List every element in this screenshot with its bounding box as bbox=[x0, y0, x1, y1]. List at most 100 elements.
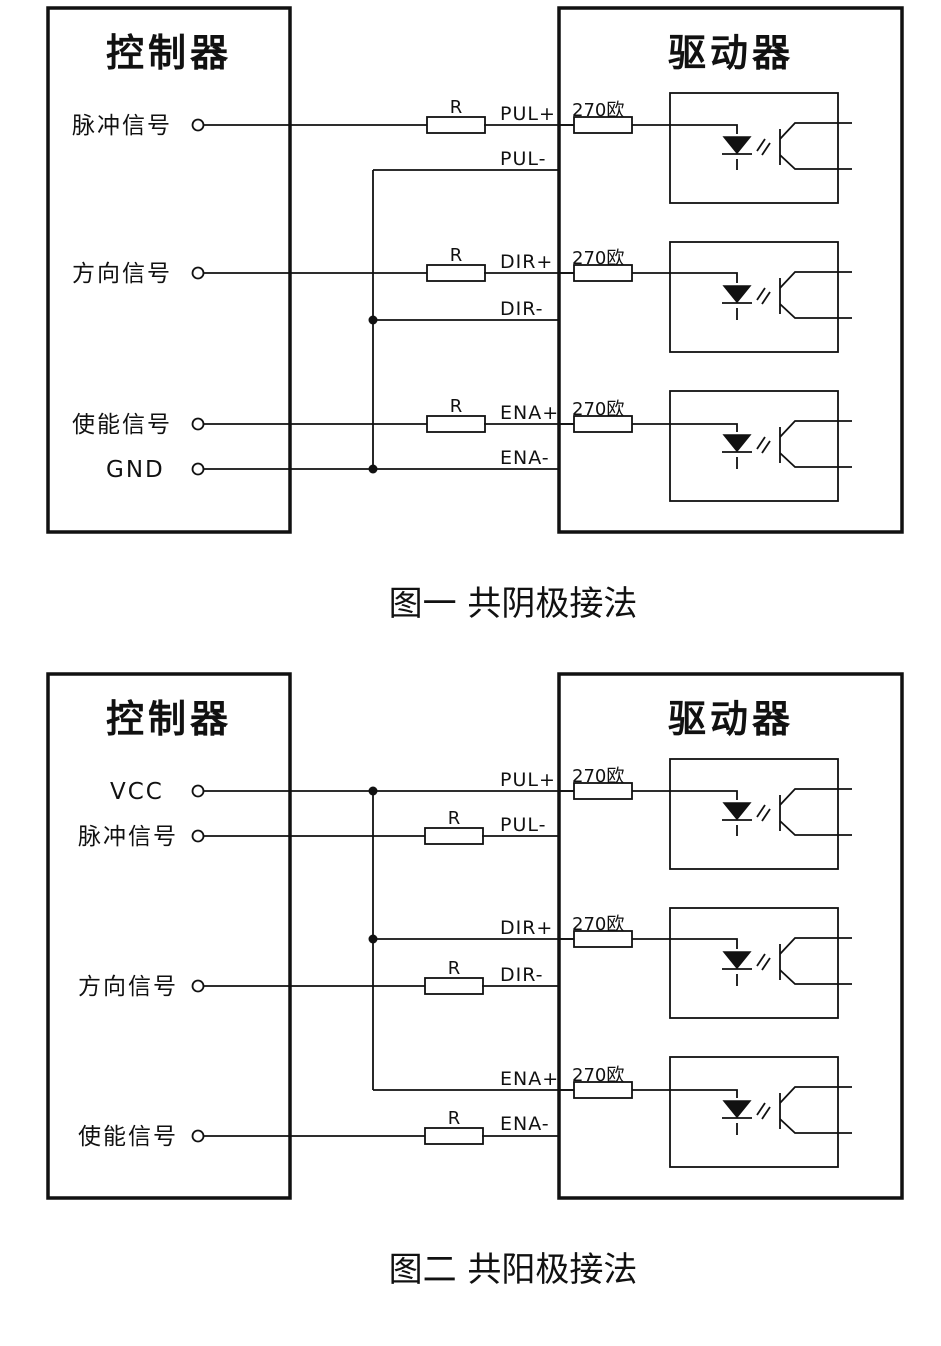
fig2-caption: 图二 共阳极接法 bbox=[389, 1250, 638, 1290]
fig2-series-resistor-label-0: R bbox=[448, 808, 461, 829]
fig1-caption: 图一 共阴极接法 bbox=[389, 584, 638, 624]
light-arrow-icon-b-fig2-0 bbox=[761, 808, 771, 822]
fig1-series-resistor-1 bbox=[426, 264, 486, 282]
optocoupler-box-fig2-0 bbox=[669, 758, 839, 870]
light-arrow-icon-a-fig1-0 bbox=[756, 138, 766, 152]
optocoupler-box-fig2-1 bbox=[669, 907, 839, 1019]
fig1-junction-0 bbox=[368, 315, 378, 325]
fig1-signal-label-1: 方向信号 bbox=[72, 261, 172, 287]
fig2-signal-label-2: 方向信号 bbox=[78, 974, 178, 1000]
fig2-junction-0 bbox=[368, 786, 378, 796]
led-diode-icon-fig2-0 bbox=[722, 802, 752, 821]
light-arrow-icon-b-fig1-1 bbox=[761, 291, 771, 305]
led-diode-icon-fig1-2 bbox=[722, 434, 752, 453]
light-arrow-icon-a-fig1-2 bbox=[756, 436, 766, 450]
phototransistor-collector-fig2-2 bbox=[779, 1086, 852, 1104]
fig2-signal-label-1: 脉冲信号 bbox=[78, 824, 178, 850]
light-arrow-icon-b-fig2-2 bbox=[761, 1106, 771, 1120]
fig2-driver-title: 驱动器 bbox=[668, 697, 794, 741]
fig2-driver-resistor-label-2: 270欧 bbox=[572, 1065, 624, 1086]
light-arrow-icon-b-fig2-1 bbox=[761, 957, 771, 971]
phototransistor-collector-fig1-0 bbox=[779, 122, 852, 140]
fig1-controller-title: 控制器 bbox=[106, 31, 232, 75]
led-diode-icon-fig1-0 bbox=[722, 136, 752, 155]
fig1-driver-resistor-label-0: 270欧 bbox=[572, 100, 624, 121]
phototransistor-emitter-fig2-1 bbox=[779, 969, 852, 985]
fig1-terminal-1 bbox=[191, 266, 205, 280]
fig2-driver-box bbox=[557, 672, 904, 1200]
fig2-terminal-3 bbox=[191, 1129, 205, 1143]
fig2-terminal-2 bbox=[191, 979, 205, 993]
fig1-pin-label-plus-2: ENA+ bbox=[500, 402, 559, 424]
fig1-series-resistor-2 bbox=[426, 415, 486, 433]
phototransistor-collector-fig1-2 bbox=[779, 420, 852, 438]
led-diode-icon-fig2-1 bbox=[722, 951, 752, 970]
light-arrow-icon-b-fig1-2 bbox=[761, 440, 771, 454]
fig2-series-resistor-0 bbox=[424, 827, 484, 845]
fig2-pin-label-minus-0: PUL- bbox=[500, 814, 546, 836]
phototransistor-collector-fig2-1 bbox=[779, 937, 852, 955]
opto-anode-lead-fig1-1 bbox=[632, 272, 738, 283]
fig1-signal-label-2: 使能信号 bbox=[72, 412, 172, 438]
optocoupler-box-fig1-2 bbox=[669, 390, 839, 502]
fig2-series-resistor-label-2: R bbox=[448, 1108, 461, 1129]
optocoupler-box-fig1-1 bbox=[669, 241, 839, 353]
led-diode-icon-fig1-1 bbox=[722, 285, 752, 304]
fig1-series-resistor-label-0: R bbox=[450, 97, 463, 118]
light-arrow-icon-a-fig1-1 bbox=[756, 287, 766, 301]
fig1-pin-label-minus-2: ENA- bbox=[500, 447, 550, 469]
fig1-series-resistor-label-1: R bbox=[450, 245, 463, 266]
fig1-driver-box bbox=[557, 6, 904, 534]
fig1-controller-box bbox=[46, 6, 292, 534]
fig2-driver-resistor-label-0: 270欧 bbox=[572, 766, 624, 787]
phototransistor-emitter-fig1-0 bbox=[779, 154, 852, 170]
light-arrow-icon-a-fig2-2 bbox=[756, 1102, 766, 1116]
phototransistor-emitter-fig2-0 bbox=[779, 820, 852, 836]
fig2-pin-label-plus-0: PUL+ bbox=[500, 769, 556, 791]
fig1-terminal-2 bbox=[191, 417, 205, 431]
fig2-pin-label-minus-1: DIR- bbox=[500, 964, 544, 986]
fig1-pin-label-plus-1: DIR+ bbox=[500, 251, 553, 273]
fig2-pin-label-plus-1: DIR+ bbox=[500, 917, 553, 939]
optocoupler-box-fig1-0 bbox=[669, 92, 839, 204]
fig1-signal-label-0: 脉冲信号 bbox=[72, 113, 172, 139]
fig1-driver-resistor-label-2: 270欧 bbox=[572, 399, 624, 420]
fig1-series-resistor-label-2: R bbox=[450, 396, 463, 417]
fig1-pin-label-minus-1: DIR- bbox=[500, 298, 544, 320]
fig1-junction-1 bbox=[368, 464, 378, 474]
fig2-controller-box bbox=[46, 672, 292, 1200]
fig1-pin-label-minus-0: PUL- bbox=[500, 148, 546, 170]
fig1-series-resistor-0 bbox=[426, 116, 486, 134]
opto-anode-lead-fig1-2 bbox=[632, 423, 738, 432]
fig1-driver-resistor-label-1: 270欧 bbox=[572, 248, 624, 269]
fig1-driver-title: 驱动器 bbox=[668, 31, 794, 75]
optocoupler-box-fig2-2 bbox=[669, 1056, 839, 1168]
fig2-terminal-1 bbox=[191, 829, 205, 843]
light-arrow-icon-a-fig2-1 bbox=[756, 953, 766, 967]
phototransistor-collector-fig1-1 bbox=[779, 271, 852, 289]
fig2-pin-label-plus-2: ENA+ bbox=[500, 1068, 559, 1090]
fig1-signal-label-3: GND bbox=[106, 457, 165, 483]
fig2-driver-resistor-label-1: 270欧 bbox=[572, 914, 624, 935]
phototransistor-emitter-fig1-1 bbox=[779, 303, 852, 319]
fig2-pin-label-minus-2: ENA- bbox=[500, 1113, 550, 1135]
fig2-terminal-0 bbox=[191, 784, 205, 798]
phototransistor-emitter-fig2-2 bbox=[779, 1118, 852, 1134]
opto-anode-lead-fig2-0 bbox=[632, 790, 738, 800]
led-diode-icon-fig2-2 bbox=[722, 1100, 752, 1119]
phototransistor-emitter-fig1-2 bbox=[779, 452, 852, 468]
phototransistor-collector-fig2-0 bbox=[779, 788, 852, 806]
fig1-terminal-0 bbox=[191, 118, 205, 132]
fig2-signal-label-0: VCC bbox=[110, 779, 164, 805]
light-arrow-icon-b-fig1-0 bbox=[761, 142, 771, 156]
fig2-series-resistor-2 bbox=[424, 1127, 484, 1145]
fig2-series-resistor-label-1: R bbox=[448, 958, 461, 979]
light-arrow-icon-a-fig2-0 bbox=[756, 804, 766, 818]
fig2-junction-1 bbox=[368, 934, 378, 944]
fig2-signal-label-3: 使能信号 bbox=[78, 1124, 178, 1150]
fig2-series-resistor-1 bbox=[424, 977, 484, 995]
fig2-controller-title: 控制器 bbox=[106, 697, 232, 741]
fig1-terminal-3 bbox=[191, 462, 205, 476]
fig1-pin-label-plus-0: PUL+ bbox=[500, 103, 556, 125]
